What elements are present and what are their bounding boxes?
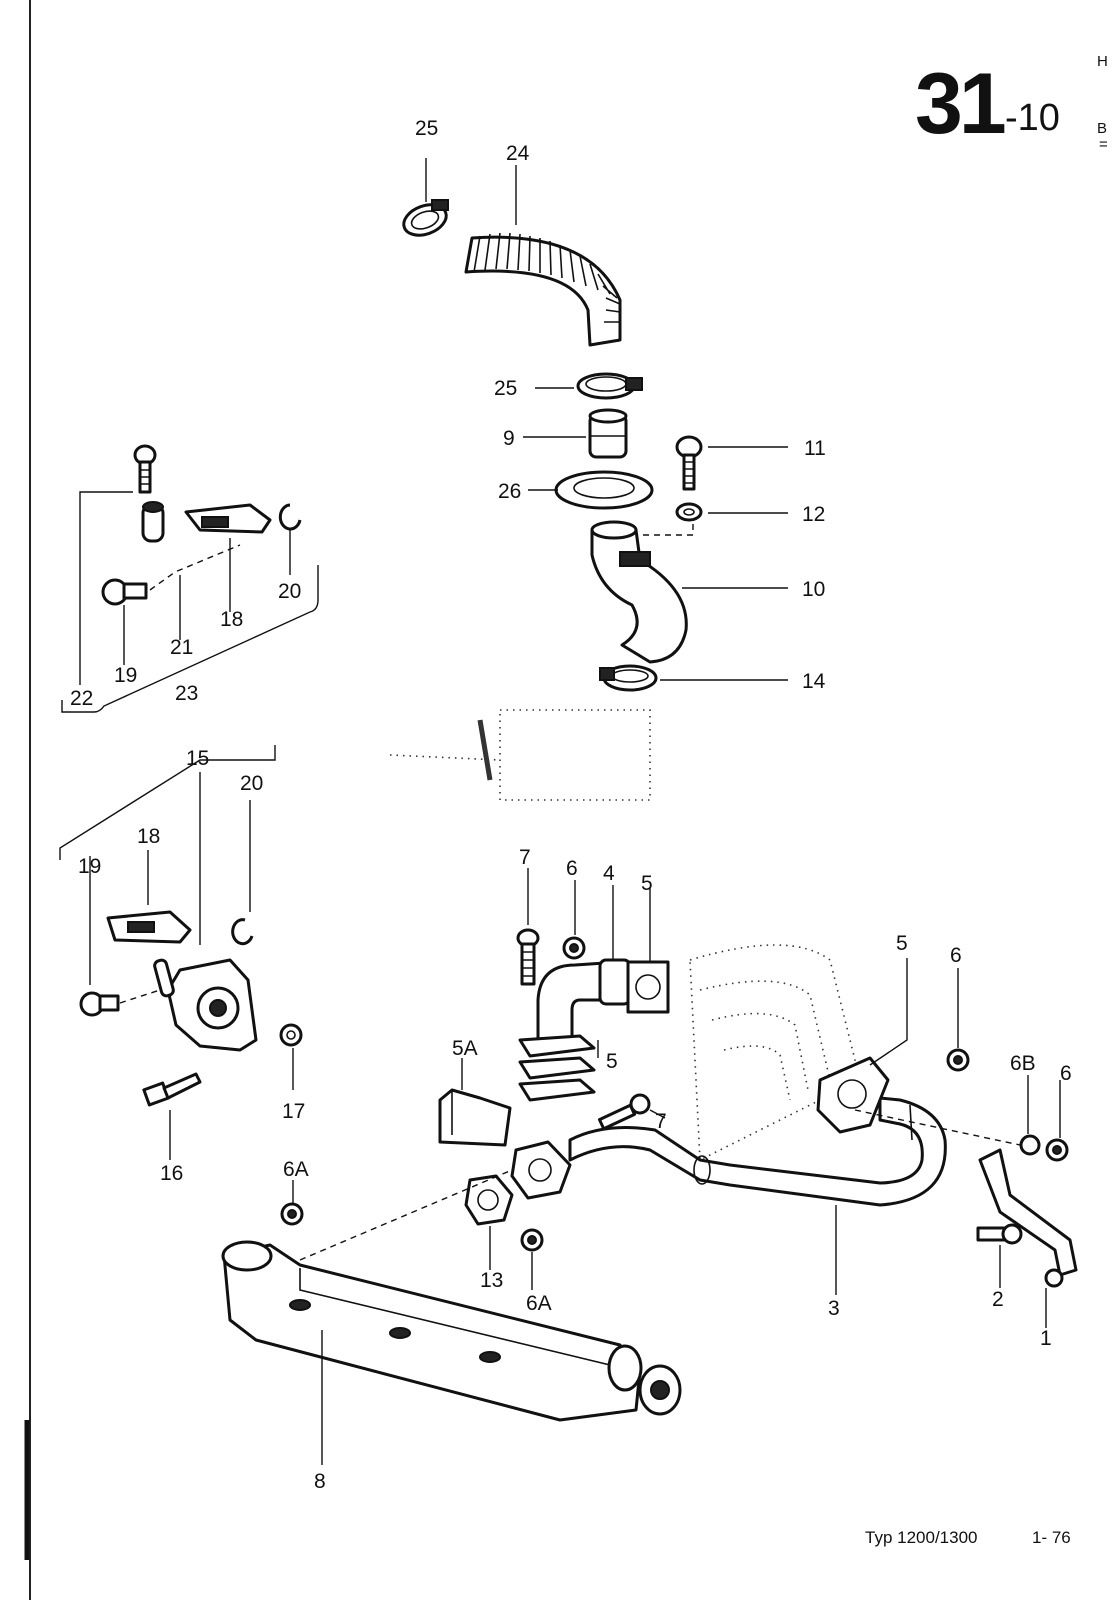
label-16: 16: [160, 1162, 183, 1185]
label-17: 17: [282, 1100, 305, 1123]
leader-22: [79, 491, 133, 685]
washer-6B: [1019, 1134, 1041, 1156]
label-3: 3: [828, 1297, 840, 1320]
label-5-middle: 5: [606, 1050, 618, 1073]
label-25-middle: 25: [494, 377, 517, 400]
bolt-7-upper: [516, 928, 540, 986]
sub-group-number: -10: [1005, 97, 1060, 139]
label-24: 24: [506, 142, 530, 165]
bracket-15: [59, 745, 276, 860]
nut-6-upper: [562, 936, 586, 960]
spacer-sleeve-21: [141, 501, 165, 543]
exhaust-pipe-3: [568, 1096, 947, 1207]
label-21: 21: [170, 636, 193, 659]
hose-clamp-top: [402, 199, 449, 237]
junction-flange: [510, 1140, 572, 1200]
label-12: 12: [802, 503, 825, 526]
label-5-right: 5: [896, 932, 908, 955]
circlip-20-lower: [231, 918, 254, 946]
bolt-7-lower: [597, 1093, 651, 1131]
label-2: 2: [992, 1288, 1004, 1311]
edge-mark: =: [1099, 136, 1108, 153]
lever-18-upper: [184, 503, 272, 534]
pin-19-upper: [101, 578, 148, 606]
flange-gasket-5-upper: [626, 960, 670, 1014]
elbow-pipe: [590, 520, 688, 664]
flange-gasket-13: [464, 1174, 514, 1226]
bolt-16: [142, 1072, 202, 1107]
label-19-lower: 19: [78, 855, 101, 878]
circlip-20-upper: [278, 503, 302, 531]
label-5-upper: 5: [641, 872, 653, 895]
assembly-line-19: [119, 989, 161, 1004]
label-18-lower: 18: [137, 825, 160, 848]
label-25-top: 25: [415, 117, 438, 140]
hose-clamp-lower: [599, 664, 658, 692]
label-15: 15: [186, 747, 209, 770]
lever-18-lower: [106, 910, 192, 944]
label-1: 1: [1040, 1327, 1052, 1350]
bolt-2: [976, 1223, 1023, 1245]
edge-letter-mid: B: [1097, 120, 1107, 137]
label-7-lower: 7: [655, 1110, 667, 1133]
hose-clamp-middle: [576, 372, 643, 400]
cylinder-head-ghost: [689, 944, 861, 1162]
nut-6A-left: [280, 1202, 304, 1226]
assembly-line-upper-group: [149, 544, 241, 591]
footer-type-label: Typ 1200/1300: [865, 1528, 977, 1547]
assembly-line-12: [640, 524, 694, 536]
flange-gasket-5-right: [816, 1056, 890, 1134]
callout-labels: 25 24 25 9 26 11 12 10 14 20 18 21 19 22…: [70, 117, 1072, 1493]
heat-exchanger-channel-8: [221, 1240, 682, 1422]
nut-17: [279, 1023, 303, 1047]
gasket-ring: [554, 470, 654, 510]
label-22: 22: [70, 687, 93, 710]
nut-6-far-right: [1045, 1138, 1069, 1162]
nut-6A-middle: [520, 1228, 544, 1252]
footer-page-ref: 1- 76: [1032, 1528, 1071, 1547]
label-11: 11: [804, 437, 826, 460]
heat-shield-bracket-5A: [438, 1088, 512, 1147]
label-7-upper: 7: [519, 846, 531, 869]
label-20-upper: 20: [278, 580, 301, 603]
screw-11: [675, 435, 703, 491]
label-6A-middle: 6A: [526, 1292, 552, 1315]
label-18-upper: 18: [220, 608, 243, 631]
label-4: 4: [603, 862, 615, 885]
label-13: 13: [480, 1269, 503, 1292]
assembly-line-heat-pipe: [299, 1169, 513, 1261]
leader-5-right: [869, 958, 908, 1066]
group-number: 31: [915, 56, 1005, 152]
heat-exchanger-valve-housing: [153, 958, 258, 1052]
edge-letter-top: H: [1097, 53, 1108, 70]
label-14: 14: [802, 670, 826, 693]
leader-7-lower: [649, 1109, 666, 1119]
label-8: 8: [314, 1470, 326, 1493]
label-6B: 6B: [1010, 1052, 1036, 1075]
label-19-upper: 19: [114, 664, 137, 687]
flange-gasket-stack: [518, 1034, 596, 1102]
corrugated-hose: [464, 232, 622, 347]
label-6-far-right: 6: [1060, 1062, 1072, 1085]
label-6A-left: 6A: [283, 1158, 309, 1181]
support-bracket-1: [978, 1148, 1078, 1288]
label-10: 10: [802, 578, 825, 601]
pin-19-lower: [79, 991, 120, 1017]
label-20-lower: 20: [240, 772, 263, 795]
engine-outline-ghost: [389, 709, 651, 801]
label-6-right: 6: [950, 944, 962, 967]
label-5A: 5A: [452, 1037, 478, 1060]
label-26: 26: [498, 480, 521, 503]
label-6-upper: 6: [566, 857, 578, 880]
bolt-22: [133, 444, 157, 494]
label-23: 23: [175, 682, 198, 705]
bracket-23: [61, 565, 319, 713]
label-9: 9: [503, 427, 515, 450]
connector-sleeve: [588, 408, 628, 459]
nut-6-right: [946, 1048, 970, 1072]
washer-12: [675, 502, 703, 522]
elbow-pipe-4: [536, 958, 632, 1042]
